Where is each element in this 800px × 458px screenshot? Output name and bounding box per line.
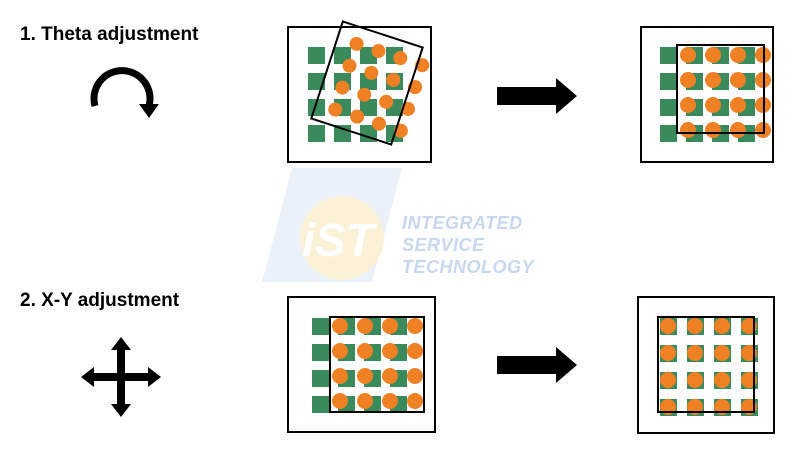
panel-2-after-frame xyxy=(637,296,775,434)
green-pad xyxy=(312,344,329,361)
orange-bump xyxy=(407,393,423,409)
rotated-die xyxy=(310,20,430,146)
orange-bump xyxy=(382,368,398,384)
orange-bump xyxy=(687,372,703,388)
panel-1-before-grid xyxy=(308,20,430,146)
orange-bump xyxy=(357,368,373,384)
orange-bump xyxy=(332,318,348,334)
orange-bump xyxy=(714,345,730,361)
green-pad xyxy=(308,47,325,64)
orange-bump xyxy=(714,372,730,388)
orange-bump xyxy=(680,72,696,88)
step-1-title: 1. Theta adjustment xyxy=(20,24,199,45)
orange-bump xyxy=(730,122,746,138)
four-way-arrow-icon xyxy=(81,337,161,417)
panel-1-after-grid xyxy=(660,44,771,142)
green-pad xyxy=(660,125,677,142)
orange-bump xyxy=(407,318,423,334)
panel-2-after-grid xyxy=(657,316,758,416)
orange-bump xyxy=(328,102,343,117)
right-arrow-icon-2 xyxy=(497,347,577,383)
orange-bump xyxy=(680,97,696,113)
panel-1-after-frame xyxy=(640,26,774,163)
orange-bump xyxy=(680,122,696,138)
orange-bump xyxy=(349,36,364,51)
orange-bump xyxy=(372,116,387,131)
orange-bump xyxy=(382,393,398,409)
green-pad xyxy=(660,47,677,64)
watermark-line-3: TECHNOLOGY xyxy=(402,257,535,277)
orange-bump xyxy=(730,47,746,63)
orange-bump xyxy=(705,47,721,63)
panel-2-before-frame xyxy=(287,296,436,433)
orange-bump xyxy=(687,318,703,334)
orange-bump xyxy=(332,393,348,409)
green-pad xyxy=(308,73,325,90)
orange-bump xyxy=(357,87,372,102)
die-outline xyxy=(329,316,425,413)
orange-bump xyxy=(382,318,398,334)
orange-bump xyxy=(730,97,746,113)
orange-bump xyxy=(335,80,350,95)
die-outline xyxy=(676,44,765,134)
orange-bump xyxy=(332,368,348,384)
die-outline xyxy=(657,316,755,413)
right-arrow-icon-1 xyxy=(497,78,577,114)
orange-bump xyxy=(730,72,746,88)
green-pad xyxy=(308,99,325,116)
panel-2-before-grid xyxy=(312,316,425,413)
green-pad xyxy=(312,370,329,387)
rotate-arrow-icon xyxy=(90,67,159,118)
orange-bump xyxy=(660,318,676,334)
orange-bump xyxy=(342,58,357,73)
orange-bump xyxy=(357,318,373,334)
green-pad xyxy=(660,73,677,90)
green-pad xyxy=(312,318,329,335)
step-2-title: 2. X-Y adjustment xyxy=(20,290,180,311)
orange-bump xyxy=(371,43,386,58)
orange-bump xyxy=(332,343,348,359)
green-pad xyxy=(660,99,677,116)
watermark-line-2: SERVICE xyxy=(402,235,485,255)
orange-bump xyxy=(660,345,676,361)
orange-bump xyxy=(407,368,423,384)
die-outline xyxy=(310,20,424,146)
orange-bump xyxy=(705,72,721,88)
ist-watermark-logo: iST xyxy=(262,168,402,282)
orange-bump xyxy=(382,343,398,359)
orange-bump xyxy=(350,109,365,124)
orange-bump xyxy=(714,318,730,334)
orange-bump xyxy=(705,122,721,138)
orange-bump xyxy=(687,345,703,361)
orange-bump xyxy=(379,94,394,109)
green-pad xyxy=(360,99,377,116)
watermark-logo-text: iST xyxy=(302,214,377,266)
orange-bump xyxy=(357,343,373,359)
orange-bump xyxy=(660,372,676,388)
green-pad xyxy=(308,125,325,142)
orange-bump xyxy=(680,47,696,63)
orange-bump xyxy=(705,97,721,113)
orange-bump xyxy=(393,51,408,66)
green-pad xyxy=(312,396,329,413)
orange-bump xyxy=(407,343,423,359)
orange-bump xyxy=(357,393,373,409)
orange-bump xyxy=(386,72,401,87)
watermark-line-1: INTEGRATED xyxy=(402,213,523,233)
orange-bump xyxy=(364,65,379,80)
